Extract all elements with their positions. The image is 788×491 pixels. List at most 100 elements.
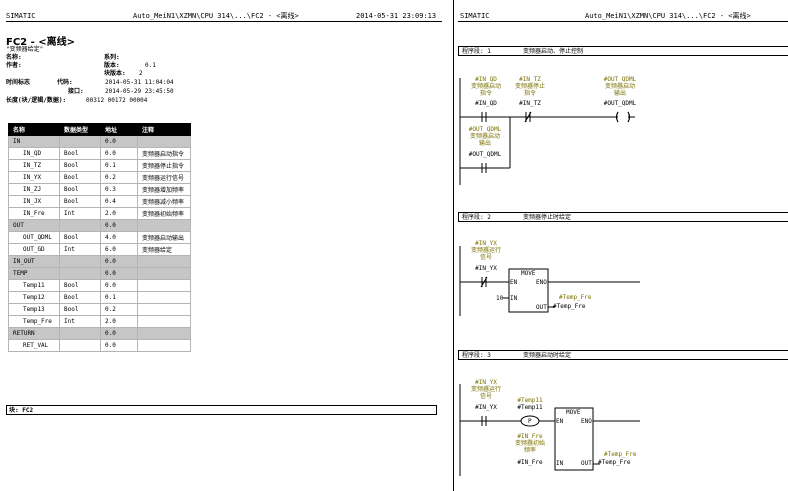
- network-1-title: 变频器启动、停止控制: [523, 48, 584, 55]
- cell-comment: [137, 255, 191, 268]
- cell-name: RETURN: [8, 327, 60, 340]
- length-label: 长度(块/逻辑/数据):: [6, 97, 67, 104]
- cell-name: IN_Fre: [8, 207, 60, 220]
- cell-address: 0.3: [100, 183, 138, 196]
- n1-c1-comment2: 指令: [479, 90, 492, 97]
- n3-in-comment2: 频率: [523, 447, 536, 454]
- cell-type: [59, 267, 101, 280]
- cell-name: OUT_QDML: [8, 231, 60, 244]
- cell-address: 0.0: [100, 147, 138, 160]
- n1-c2-address: #IN_TZ: [519, 100, 541, 107]
- network-2-title: 变频器停止时给定: [523, 214, 572, 221]
- n2-c1-comment1: 变频器运行: [470, 247, 501, 254]
- cell-comment: 变频器启动指令: [137, 147, 191, 160]
- block-footer-label: 块: FC2: [9, 407, 34, 414]
- cell-comment: [137, 267, 191, 280]
- block-footer: 块: FC2: [6, 405, 437, 415]
- n3-c1-comment2: 信号: [479, 393, 492, 400]
- n1-c2-comment1: 变频器停止: [514, 83, 545, 90]
- cell-address: 0.0: [100, 135, 138, 148]
- cell-type: Bool: [59, 147, 101, 160]
- n3-out-address: #Temp_Fre: [598, 459, 631, 466]
- author-label: 作者:: [6, 62, 22, 69]
- cell-address: 2.0: [100, 207, 138, 220]
- network-3-label: 程序段: 3: [462, 352, 491, 359]
- block-title: FC2 - <离线>: [6, 37, 75, 48]
- network-3-title: 变频器启动时给定: [523, 352, 572, 359]
- network-3-ladder: [459, 384, 640, 476]
- n1-c3-comment2: 输出: [478, 140, 491, 147]
- cell-address: 0.2: [100, 171, 138, 184]
- cell-name: IN_TZ: [8, 159, 60, 172]
- cell-type: Bool: [59, 171, 101, 184]
- cell-name: TEMP: [8, 267, 60, 280]
- n2-in-value: 10: [496, 295, 504, 302]
- version-value: 0.1: [145, 62, 156, 69]
- cell-comment: [137, 315, 191, 328]
- cell-name: Temp_Fre: [8, 315, 60, 328]
- n3-p-address: #Temp11: [517, 404, 543, 411]
- network-2-ladder: [459, 246, 640, 316]
- n2-c1-address: #IN_YX: [475, 265, 497, 272]
- n3-in-symbol: #IN_Fre: [517, 433, 543, 440]
- network-1-label: 程序段: 1: [462, 48, 491, 55]
- header-path: Auto_MeiN1\XZMN\CPU 314\...\FC2 - <离线>: [133, 12, 299, 20]
- n3-in-comment1: 变频器初始: [514, 440, 545, 447]
- cell-type: [59, 219, 101, 232]
- cell-address: 0.0: [100, 279, 138, 292]
- n1-coil-comment2: 输出: [613, 90, 626, 97]
- n1-c3-symbol: #OUT_QDML: [468, 126, 502, 133]
- cell-address: 6.0: [100, 243, 138, 256]
- network-2-label: 程序段: 2: [462, 214, 491, 221]
- cell-name: IN_OUT: [8, 255, 60, 268]
- cell-type: [59, 135, 101, 148]
- cell-type: Int: [59, 243, 101, 256]
- cell-address: 2.0: [100, 315, 138, 328]
- cell-address: 0.0: [100, 255, 138, 268]
- cell-name: Temp11: [8, 279, 60, 292]
- n3-p-label: P: [528, 418, 532, 425]
- block-version-value: 2: [139, 70, 143, 77]
- n1-c3-comment1: 变频器启动: [469, 133, 500, 140]
- n1-c1-address: #IN_QD: [475, 100, 497, 107]
- family-label: 系列:: [104, 54, 120, 61]
- cell-comment: [137, 291, 191, 304]
- cell-address: 0.0: [100, 219, 138, 232]
- n1-c2-comment2: 指令: [523, 90, 536, 97]
- cell-comment: 变频器初始频率: [137, 207, 191, 220]
- col-address-header: 地址: [100, 123, 138, 136]
- col-name-header: 名称: [8, 123, 60, 136]
- network-1-ladder: [459, 78, 635, 185]
- cell-type: Bool: [59, 279, 101, 292]
- col-comment-header: 注释: [137, 123, 191, 136]
- n2-en-pin: EN: [510, 279, 518, 286]
- cell-comment: 变频器减小频率: [137, 195, 191, 208]
- cell-address: 0.1: [100, 291, 138, 304]
- cell-address: 0.0: [100, 339, 138, 352]
- interface-label: 接口:: [68, 88, 84, 95]
- cell-address: 4.0: [100, 231, 138, 244]
- cell-type: [59, 339, 101, 352]
- n1-coil-address: #OUT_QDML: [603, 100, 637, 107]
- cell-type: Bool: [59, 183, 101, 196]
- header-brand: SIMATIC: [6, 12, 36, 20]
- cell-type: Bool: [59, 303, 101, 316]
- cell-comment: [137, 303, 191, 316]
- cell-name: Temp12: [8, 291, 60, 304]
- table-header-row: 名称 数据类型 地址 注释: [8, 123, 191, 136]
- cell-name: IN_ZJ: [8, 183, 60, 196]
